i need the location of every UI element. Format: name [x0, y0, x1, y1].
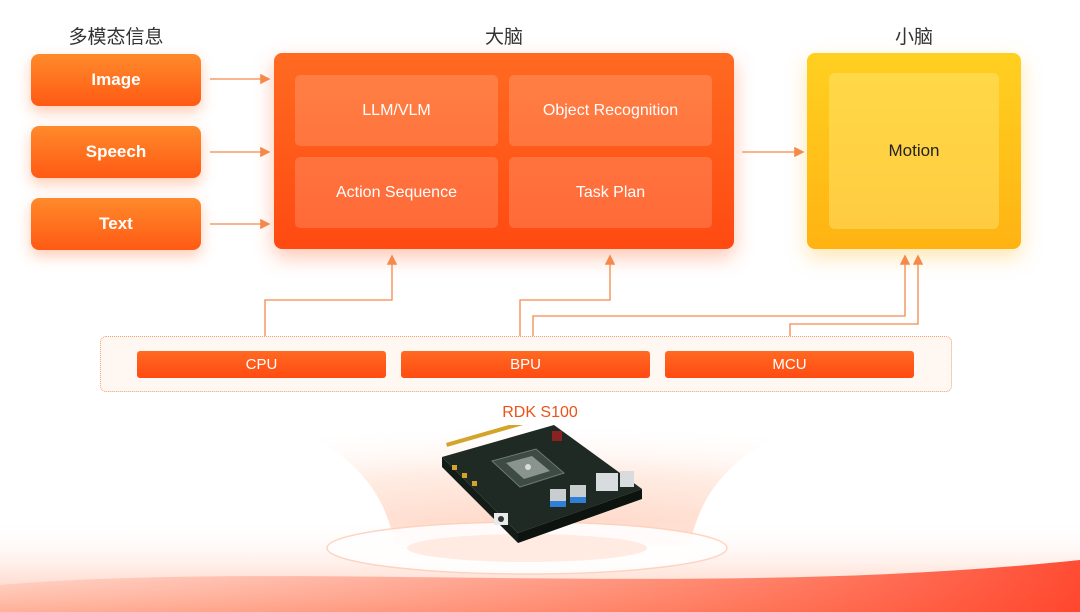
connector-bpu-to-brain	[519, 254, 616, 336]
small-brain-heading: 小脑	[894, 26, 933, 48]
chip-cpu: CPU	[137, 351, 386, 378]
connector-cpu	[264, 254, 398, 336]
input-image: Image	[31, 54, 201, 106]
board-label: RDK S100	[502, 404, 578, 421]
chip-mcu: MCU	[665, 351, 914, 378]
input-text: Text	[31, 198, 201, 250]
chip-bpu: BPU	[401, 351, 650, 378]
connector-mcu	[789, 254, 924, 336]
big-brain-heading: 大脑	[484, 26, 523, 48]
module-task-plan: Task Plan	[509, 157, 712, 228]
small-brain-panel: Motion	[807, 53, 1021, 249]
multimodal-heading: 多模态信息	[68, 26, 164, 48]
module-action-sequence: Action Sequence	[295, 157, 498, 228]
module-object-recognition: Object Recognition	[509, 75, 712, 146]
input-speech: Speech	[31, 126, 201, 178]
rdk-board-image	[442, 425, 642, 543]
big-brain-panel: LLM/VLM Object Recognition Action Sequen…	[274, 53, 734, 249]
module-llm-vlm: LLM/VLM	[295, 75, 498, 146]
module-motion: Motion	[829, 73, 999, 229]
connector-bpu-to-cerebellum	[532, 254, 911, 336]
